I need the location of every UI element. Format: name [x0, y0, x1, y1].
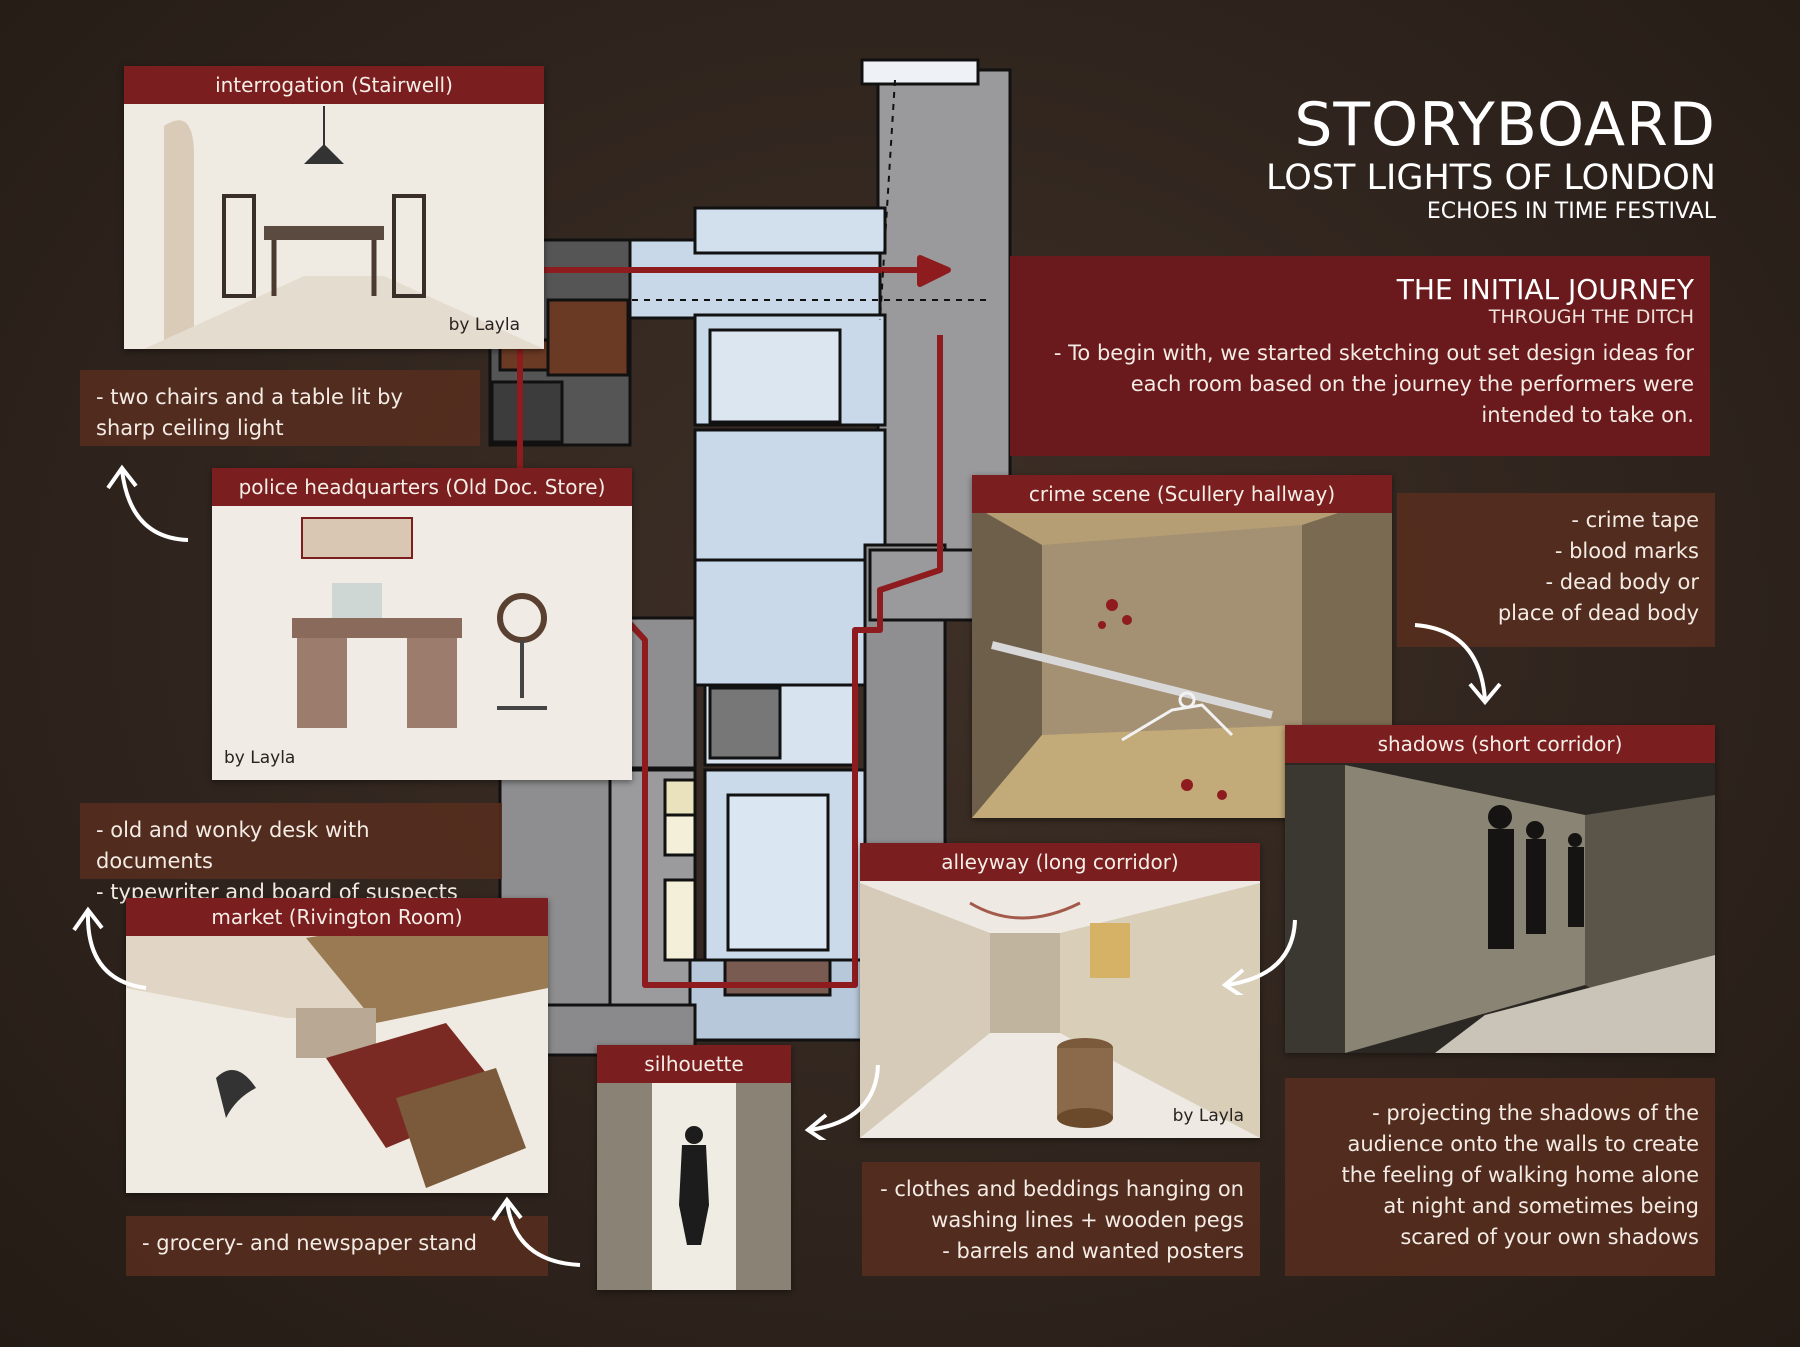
- market-note: - grocery- and newspaper stand: [126, 1216, 548, 1276]
- artist-credit: by Layla: [1172, 1106, 1244, 1126]
- police-hq-sketch: [212, 468, 632, 780]
- panel-title: crime scene (Scullery hallway): [972, 475, 1392, 513]
- note-line: - barrels and wanted posters: [942, 1239, 1244, 1263]
- shadows-panel: shadows (short corridor): [1285, 725, 1715, 1053]
- curved-arrow-icon: [1414, 623, 1502, 706]
- crime-scene-note: - crime tape - blood marks - dead body o…: [1397, 493, 1715, 647]
- police-hq-panel: police headquarters (Old Doc. Store) by …: [212, 468, 632, 780]
- market-panel: market (Rivington Room): [126, 898, 548, 1193]
- panel-title: interrogation (Stairwell): [124, 66, 544, 104]
- police-note: - old and wonky desk with documents - ty…: [80, 803, 502, 904]
- shadows-photo: [1285, 725, 1715, 1053]
- journey-title: THE INITIAL JOURNEY: [1396, 273, 1694, 306]
- note-line: - old and wonky desk with documents: [96, 818, 370, 873]
- alleyway-sketch: [860, 843, 1260, 1138]
- panel-title: police headquarters (Old Doc. Store): [212, 468, 632, 506]
- journey-line: each room based on the journey the perfo…: [1130, 372, 1694, 396]
- curved-arrow-icon: [72, 906, 147, 990]
- silhouette-sketch: [597, 1045, 791, 1290]
- alleyway-note: - clothes and beddings hanging on washin…: [862, 1162, 1260, 1276]
- note-line: scared of your own shadows: [1400, 1225, 1699, 1249]
- note-line: audience onto the walls to create: [1347, 1132, 1699, 1156]
- interrogation-note: - two chairs and a table lit by sharp ce…: [80, 370, 480, 446]
- panel-title: market (Rivington Room): [126, 898, 548, 936]
- note-line: - crime tape: [1571, 508, 1699, 532]
- note-line: washing lines + wooden pegs: [931, 1208, 1244, 1232]
- note-line: sharp ceiling light: [96, 416, 284, 440]
- note-line: - two chairs and a table lit by: [96, 385, 403, 409]
- note-line: - dead body or: [1545, 570, 1699, 594]
- note-line: - projecting the shadows of the: [1372, 1101, 1699, 1125]
- shadows-note: - projecting the shadows of the audience…: [1285, 1078, 1715, 1276]
- curved-arrow-icon: [106, 464, 189, 542]
- journey-line: - To begin with, we started sketching ou…: [1053, 341, 1694, 365]
- panel-title: silhouette: [597, 1045, 791, 1083]
- note-line: place of dead body: [1497, 601, 1699, 625]
- note-line: at night and sometimes being: [1383, 1194, 1699, 1218]
- page-title: STORYBOARD: [1294, 90, 1716, 160]
- page-subtitle: LOST LIGHTS OF LONDON: [1266, 158, 1716, 198]
- note-line: - clothes and beddings hanging on: [880, 1177, 1244, 1201]
- market-sketch: [126, 898, 548, 1193]
- journey-subtitle: THROUGH THE DITCH: [1488, 306, 1694, 328]
- alleyway-panel: alleyway (long corridor) by Layla: [860, 843, 1260, 1138]
- journey-line: intended to take on.: [1481, 403, 1694, 427]
- silhouette-panel: silhouette: [597, 1045, 791, 1290]
- interrogation-panel: interrogation (Stairwell) by Layla: [124, 66, 544, 349]
- note-line: the feeling of walking home alone: [1341, 1163, 1699, 1187]
- curved-arrow-icon: [804, 1064, 880, 1140]
- artist-credit: by Layla: [224, 748, 296, 768]
- title-block: STORYBOARD LOST LIGHTS OF LONDON ECHOES …: [1266, 92, 1716, 226]
- initial-journey-panel: THE INITIAL JOURNEY THROUGH THE DITCH - …: [1010, 256, 1710, 456]
- panel-title: shadows (short corridor): [1285, 725, 1715, 763]
- interrogation-sketch: [124, 66, 544, 349]
- panel-title: alleyway (long corridor): [860, 843, 1260, 881]
- artist-credit: by Layla: [448, 315, 520, 335]
- note-line: - grocery- and newspaper stand: [142, 1231, 477, 1255]
- curved-arrow-icon: [1221, 919, 1297, 995]
- event-name: ECHOES IN TIME FESTIVAL: [1426, 199, 1716, 224]
- curved-arrow-icon: [491, 1196, 581, 1267]
- note-line: - blood marks: [1554, 539, 1699, 563]
